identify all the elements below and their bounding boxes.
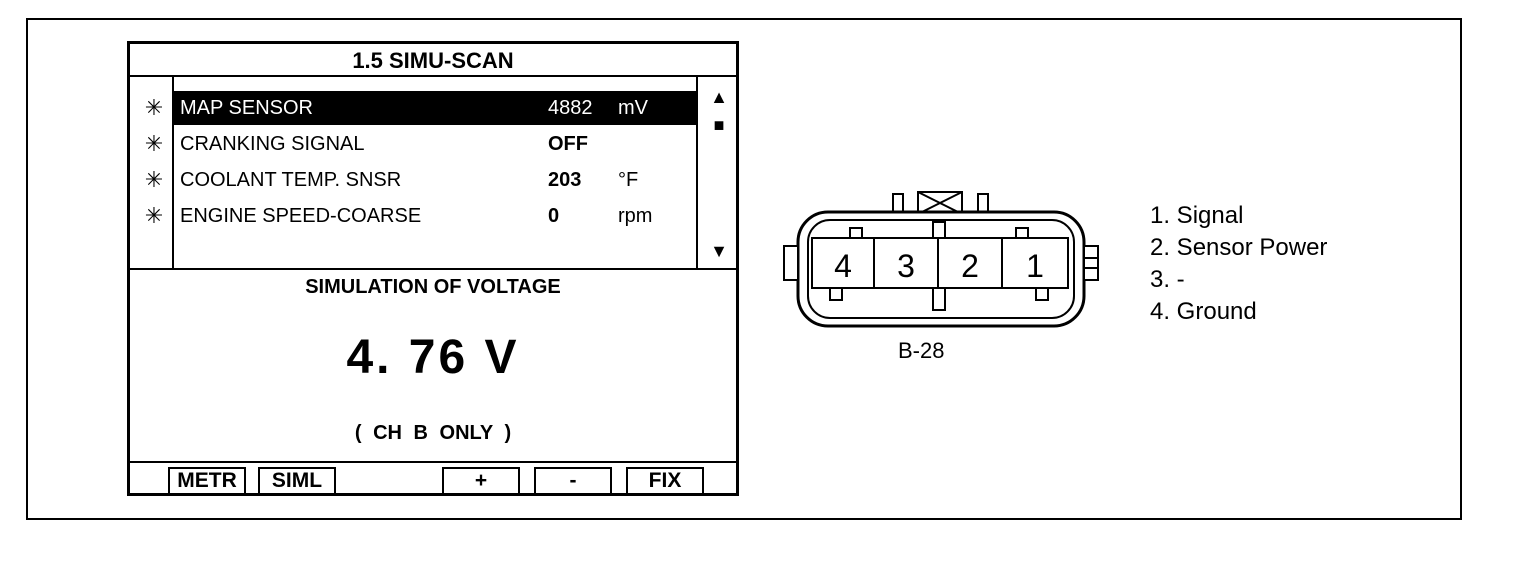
metr-button[interactable]: METR (168, 467, 246, 495)
parameter-list: ✳ MAP SENSOR 4882 mV ✳ CRANKING SIGNAL O… (130, 77, 736, 270)
legend-item: 2. Sensor Power (1150, 234, 1328, 261)
side-ear-left (783, 245, 799, 281)
scroll-stop-icon[interactable]: ■ (713, 115, 725, 135)
minus-button[interactable]: - (534, 467, 612, 495)
figure-frame (26, 18, 1462, 520)
legend-item: 1. Signal (1150, 202, 1244, 229)
parameter-label: ENGINE SPEED-COARSE (180, 205, 422, 227)
pin-number: 2 (961, 248, 979, 284)
parameter-value: 203 (548, 169, 582, 191)
simulation-value: 4. 76 V (346, 331, 520, 384)
connector-caption: B-28 (898, 338, 945, 363)
parameter-label: COOLANT TEMP. SNSR (180, 169, 402, 191)
simulation-label: SIMULATION OF VOLTAGE (305, 276, 561, 298)
parameter-value: 0 (548, 205, 560, 227)
parameter-value: 4882 (548, 97, 593, 119)
pin-number: 3 (897, 248, 915, 284)
asterisk-icon: ✳ (144, 203, 164, 228)
parameter-row-map-sensor[interactable]: ✳ MAP SENSOR 4882 mV (130, 91, 696, 125)
legend-item: 4. Ground (1150, 298, 1257, 325)
simulation-note: ( CH B ONLY ) (354, 422, 512, 444)
asterisk-icon: ✳ (144, 95, 164, 120)
asterisk-icon: ✳ (144, 131, 164, 156)
function-key-bar: METR SIML + - FIX (130, 461, 736, 496)
side-ear-right (1083, 245, 1099, 281)
parameter-label: MAP SENSOR (180, 97, 313, 119)
siml-button[interactable]: SIML (258, 467, 336, 495)
scanner-screen: 1.5 SIMU-SCAN ✳ MAP SENSOR 4882 mV ✳ CRA… (127, 41, 739, 496)
parameter-unit: mV (618, 97, 648, 119)
scroll-up-icon[interactable]: ▲ (710, 87, 728, 107)
mark-column-divider (172, 77, 174, 268)
scroll-down-icon[interactable]: ▼ (710, 241, 728, 261)
parameter-row-coolant-temp[interactable]: ✳ COOLANT TEMP. SNSR 203 °F (130, 163, 696, 197)
connector-diagram: 4 3 2 1 (783, 191, 1099, 328)
parameter-label: CRANKING SIGNAL (180, 133, 365, 155)
legend-item: 3. - (1150, 266, 1185, 293)
fix-button[interactable]: FIX (626, 467, 704, 495)
selection-highlight (174, 91, 696, 125)
parameter-unit: °F (618, 169, 639, 191)
scanner-title: 1.5 SIMU-SCAN (130, 44, 736, 77)
parameter-row-engine-speed[interactable]: ✳ ENGINE SPEED-COARSE 0 rpm (130, 199, 696, 233)
parameter-unit: rpm (618, 205, 653, 227)
parameter-row-cranking-signal[interactable]: ✳ CRANKING SIGNAL OFF (130, 127, 696, 161)
plus-button[interactable]: + (442, 467, 520, 495)
pin-number: 4 (834, 248, 852, 284)
asterisk-icon: ✳ (144, 167, 164, 192)
parameter-value: OFF (548, 133, 588, 155)
scroll-column-divider (696, 77, 698, 268)
pin-legend: 1. Signal 2. Sensor Power 3. - 4. Ground (1150, 200, 1327, 328)
pin-number: 1 (1026, 248, 1044, 284)
